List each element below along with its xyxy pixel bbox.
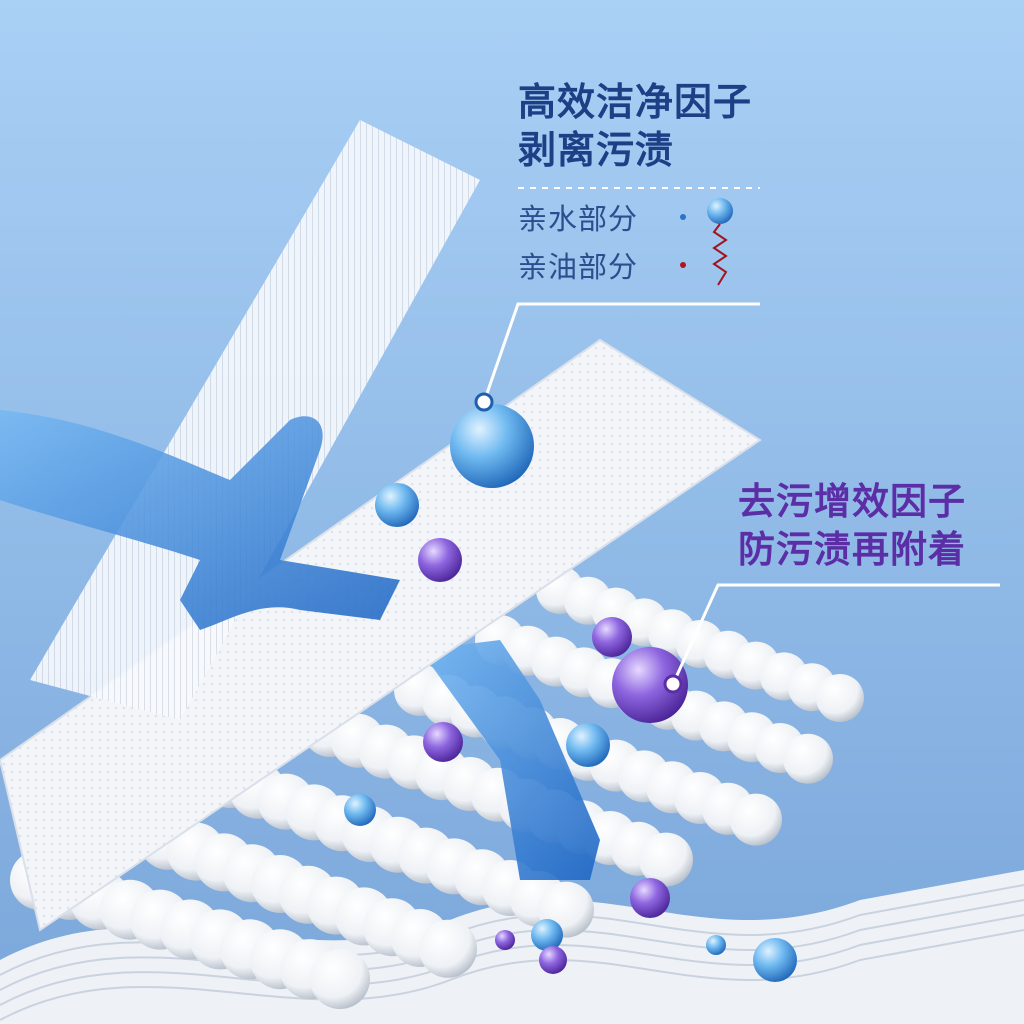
callout-line-top [482,302,760,403]
purple-droplet [423,722,463,762]
callout-top-line2: 剥离污渍 [518,128,675,172]
callout-right-line2: 防污渍再附着 [738,528,966,571]
callout-line-right [671,583,1000,685]
water-droplet [450,404,534,488]
molecule-icon [707,198,733,286]
water-droplet [531,919,563,951]
legend-lipophilic-label: 亲油部分 [518,250,639,284]
fiber-ball [419,919,477,978]
water-droplet [375,483,419,527]
legend-hydrophilic: 亲水部分 [518,196,638,238]
callout-title-right: 去污增效因子 防污渍再附着 [738,478,966,574]
callout-marker-top [474,392,494,412]
mesh-fabric-strip [0,338,762,932]
purple-droplet [539,946,567,974]
ribbon-fabric-strip [30,120,480,720]
fiber-ball [310,949,370,1009]
purple-droplet [592,617,632,657]
blue-fluid-arm [0,410,400,630]
blue-fluid-stream [420,640,600,880]
legend-hydrophilic-label: 亲水部分 [518,202,639,236]
water-droplet [706,935,726,955]
fiber-ball [730,793,782,846]
fiber-ball [816,674,864,722]
fiber-ball [639,832,693,887]
lipophilic-dot-icon [680,262,686,268]
legend-lipophilic: 亲油部分 [518,244,638,286]
water-droplet [566,723,610,767]
fiber-ball [783,733,833,784]
purple-droplet [612,647,688,723]
hydrophilic-dot-icon [680,214,686,220]
callout-marker-right [663,674,683,694]
water-droplet [753,938,797,982]
purple-droplet [495,930,515,950]
callout-top-line1: 高效洁净因子 [518,80,753,124]
purple-droplet [418,538,462,582]
callout-title-top: 高效洁净因子 剥离污渍 [518,78,752,174]
purple-droplet [630,878,670,918]
water-droplet [344,794,376,826]
callout-right-line1: 去污增效因子 [738,480,966,523]
